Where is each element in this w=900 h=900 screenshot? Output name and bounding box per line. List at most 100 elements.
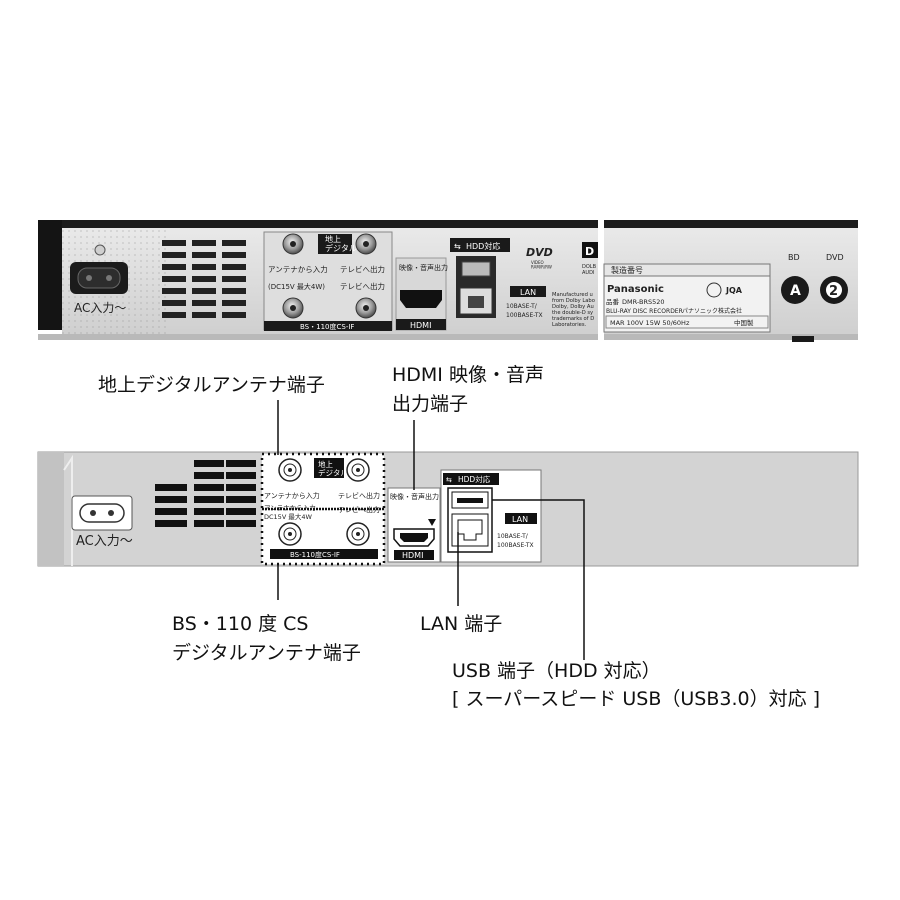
- product-type: BLU-RAY DISC RECORDER: [606, 308, 683, 315]
- dvd-logo: DVD: [526, 246, 553, 259]
- terrestrial-tag: [314, 458, 344, 478]
- hdmi-label-bar: [396, 319, 446, 330]
- brand-logo: Panasonic: [607, 284, 664, 295]
- region-bd-mark: A: [790, 283, 801, 299]
- dolby-notice-line-cont: Dolby, Dolby Au: [552, 304, 594, 310]
- photo-divider: [598, 220, 604, 342]
- usb-icon: ⇆: [446, 476, 452, 484]
- callout-usb-line1: USB 端子（HDD 対応）: [452, 660, 661, 682]
- model-label: 品番: [606, 298, 620, 306]
- coax-ring: [283, 463, 297, 477]
- lan-spec-1: 10BASE-T/: [506, 303, 538, 310]
- usb-port: [461, 261, 491, 277]
- dolby-notice-line-cont: the double-D sy: [552, 310, 593, 316]
- lan-spec-2: 100BASE-TX: [506, 312, 543, 319]
- rating-row: [605, 315, 769, 329]
- coax-ring: [283, 527, 297, 541]
- terrestrial-label-line1: 地上: [325, 234, 341, 244]
- rating-text: MAR 100V 15W 50/60Hz: [610, 319, 690, 327]
- usb-tag: [450, 238, 510, 252]
- usb-tag: [443, 473, 499, 485]
- usb-lan-block: ⇆ HDD対応 LAN 10BASE-T/ 100BASE-TX: [450, 238, 546, 319]
- callout-lan: LAN 端子: [420, 613, 502, 635]
- diagram-hdmi-plate: [387, 487, 441, 563]
- ac-inlet-recess: [79, 503, 125, 523]
- dolby-notice-line-cont: trademarks of D: [552, 316, 594, 322]
- coax-ring: [351, 463, 365, 477]
- region-marks: BD A DVD 2: [781, 253, 848, 304]
- hdmi-label-bar: [394, 550, 434, 560]
- coax-pin: [288, 532, 292, 536]
- lan-label: LAN: [520, 288, 536, 297]
- hdmi-block: 映像・音声出力 HDMI: [395, 257, 448, 331]
- diagram-antenna-in: アンテナから入力: [264, 491, 320, 500]
- dolby-notice-line: Manufactured u: [552, 292, 593, 298]
- ac-pin: [86, 275, 92, 281]
- dolby-sub-line: AUDI: [582, 270, 594, 276]
- region-dvd-mark: 2: [829, 284, 838, 299]
- av-out-label: 映像・音声出力: [399, 263, 448, 272]
- lan-tag: [505, 513, 537, 524]
- to-tv-label: テレビへ出力: [340, 264, 385, 274]
- coax-pin: [290, 241, 296, 247]
- dolby-notice-line-cont: from Dolby Labo: [552, 298, 595, 304]
- coax-pin: [363, 241, 369, 247]
- leader-usb: [492, 499, 585, 660]
- diagram-antenna-in-2: アンテナから入力: [264, 503, 316, 512]
- diagram-av-out: 映像・音声出力: [390, 492, 439, 501]
- region-bd-label: BD: [788, 253, 800, 262]
- coax-pin: [356, 532, 360, 536]
- coax-pin: [356, 468, 360, 472]
- coax-pin: [290, 305, 296, 311]
- foot: [792, 336, 814, 342]
- ac-pin: [90, 510, 96, 516]
- diagram-antenna-power: DC15V 最大4W: [264, 512, 312, 521]
- screw-icon: [94, 244, 106, 256]
- model-number: DMR-BRS520: [622, 298, 665, 306]
- terrestrial-label: 地上デジタル: [325, 234, 357, 253]
- made-in: 中国製: [734, 318, 754, 327]
- diagram-left-cap: [38, 452, 64, 566]
- rating-plate: 製造番号 Panasonic JQA 品番 DMR-BRS520 パナソニック株…: [603, 263, 771, 333]
- region-dvd-badge: [826, 282, 842, 298]
- diagram-edge-line: [63, 454, 73, 566]
- ac-inlet-recess: [77, 267, 121, 289]
- diagram-terrestrial-label: 地上デジタル: [318, 459, 348, 478]
- usb-icon: ⇆: [454, 242, 461, 251]
- diagram-bs-cs-label: BS-110度CS-IF: [290, 550, 340, 559]
- region-dvd-label: DVD: [826, 253, 844, 262]
- diagram-to-tv-2: テレビへ出力: [338, 505, 380, 514]
- bs-cs-band-bar: [264, 321, 392, 331]
- dvd-logo-sub-line: RAM/R/RW: [531, 265, 552, 270]
- diagram-terrestrial-line-cont: デジタル: [318, 468, 348, 478]
- hdmi-arrow-icon: [428, 519, 436, 526]
- chassis-bottom-edge: [38, 334, 858, 340]
- dolby-sub-line: DOLB: [582, 264, 597, 270]
- diagram-lan-label: LAN: [512, 515, 528, 524]
- bs-cs-highlight: [260, 507, 386, 566]
- lan-tag: [510, 286, 546, 297]
- diagram-terrestrial-line: 地上: [318, 459, 333, 469]
- callout-bs-cs-line1: BS・110 度 CS: [172, 613, 308, 635]
- dolby-notice-line-cont: Laboratories.: [552, 322, 587, 328]
- hdmi-port-inner: [400, 533, 428, 542]
- vent-slots: [162, 240, 246, 318]
- diagram-hdmi-label: HDMI: [402, 551, 423, 560]
- lan-port-jack: [457, 519, 483, 541]
- usb-port-tongue: [457, 498, 483, 503]
- hdmi-port: [400, 290, 442, 308]
- callout-terrestrial: 地上デジタルアンテナ端子: [98, 374, 325, 396]
- callout-usb-line2: [ スーパースピード USB（USB3.0）対応 ]: [452, 688, 820, 710]
- diagram-ac-label: AC入力〜: [76, 534, 133, 549]
- globe-icon: [781, 276, 809, 304]
- callout-hdmi-line2: 出力端子: [392, 393, 468, 415]
- diagram-ac-inlet: AC入力〜: [71, 495, 133, 549]
- coax-pin: [288, 468, 292, 472]
- hdmi-label: HDMI: [410, 321, 431, 330]
- antenna-block: 地上デジタル アンテナから入力 (DC15V 最大4W) テレビへ出力 テレビへ…: [263, 231, 393, 331]
- ac-pin: [108, 510, 114, 516]
